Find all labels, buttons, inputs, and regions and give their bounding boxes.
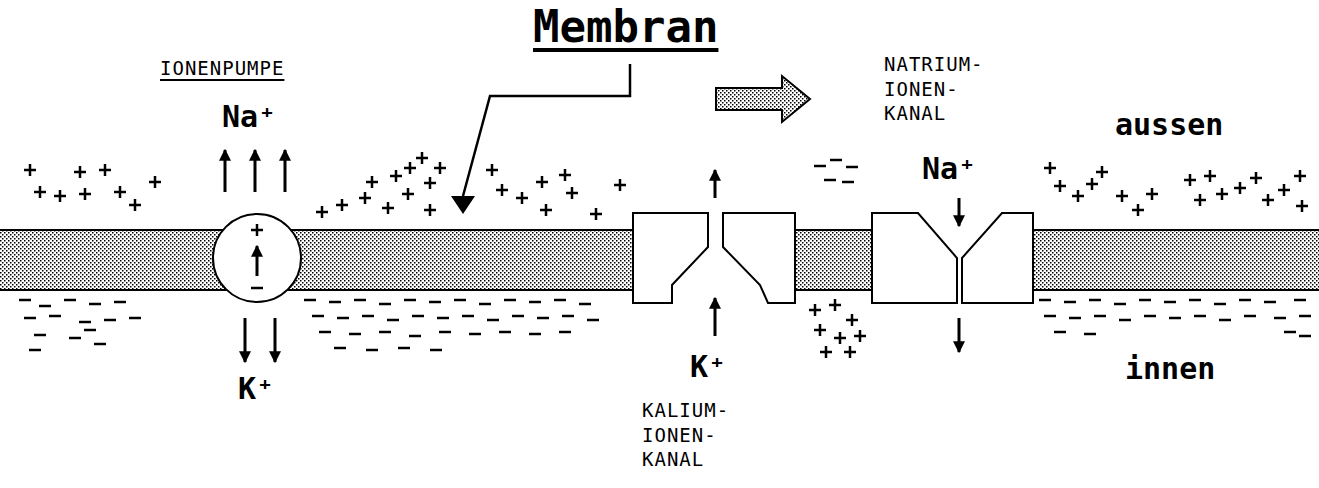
leader-line [451, 64, 630, 214]
potassium-channel [633, 170, 795, 336]
negative-charges [19, 160, 1311, 350]
region-label: innen [1125, 352, 1215, 387]
ion-label: K⁺ [690, 350, 726, 385]
ion-label: Na⁺ [222, 100, 276, 135]
ion-pump-symbol [213, 150, 301, 362]
title-label: Membran [533, 2, 718, 53]
direction-arrow [716, 76, 810, 122]
region-label: aussen [1115, 108, 1223, 143]
ion-label: Na⁺ [922, 152, 976, 187]
ion-label: K⁺ [238, 372, 274, 407]
part-name: KALIUM- IONEN- KANAL [642, 398, 729, 472]
positive-charges [24, 152, 1308, 358]
sodium-channel [872, 198, 1033, 352]
part-name: NATRIUM- IONEN- KANAL [884, 52, 984, 126]
part-heading: IONENPUMPE [160, 58, 284, 80]
